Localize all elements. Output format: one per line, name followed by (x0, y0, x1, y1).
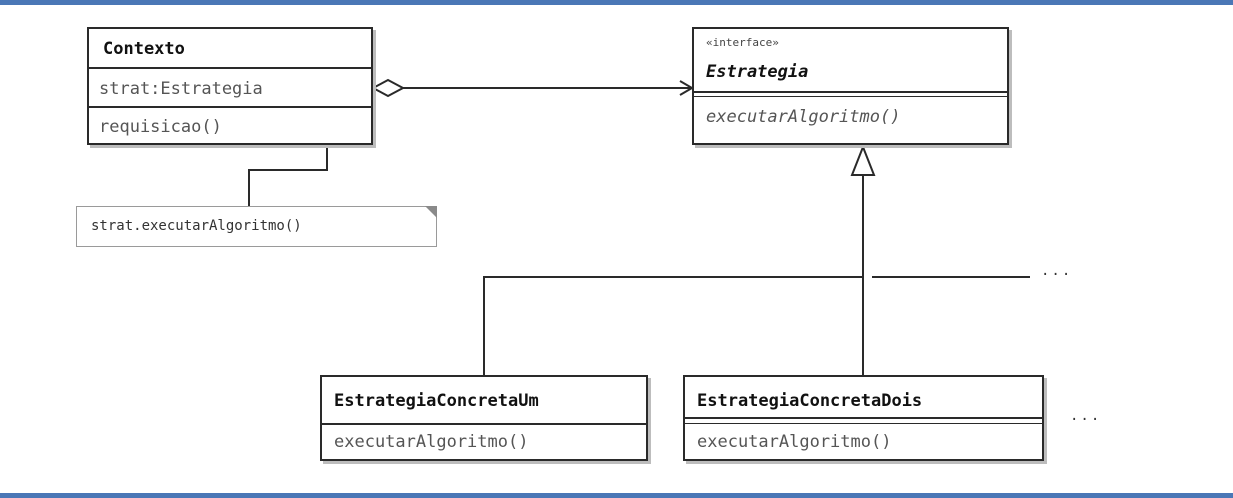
contexto-method: requisicao() (99, 117, 222, 137)
note-text: strat.executarAlgoritmo() (91, 218, 302, 234)
estrategia-concreta-um-class[interactable]: EstrategiaConcretaUm executarAlgoritmo() (320, 375, 648, 461)
contexto-attribute: strat:Estrategia (99, 79, 263, 99)
note-fold-corner (425, 206, 437, 218)
estrategia-concreta-dois-method: executarAlgoritmo() (697, 432, 892, 452)
bottom-border-bar (0, 493, 1233, 498)
ellipsis-more-implementations: ... (1041, 263, 1073, 279)
top-border-bar (0, 0, 1233, 5)
divider (694, 96, 1007, 97)
estrategia-concreta-dois-name: EstrategiaConcretaDois (697, 391, 923, 411)
divider (694, 91, 1007, 93)
divider (89, 106, 371, 108)
aggregation-edge (370, 78, 694, 98)
divider (322, 423, 646, 425)
estrategia-interface-name: Estrategia (706, 62, 809, 82)
estrategia-concreta-dois-class[interactable]: EstrategiaConcretaDois executarAlgoritmo… (683, 375, 1044, 461)
note-box: strat.executarAlgoritmo() (76, 206, 437, 247)
estrategia-method: executarAlgoritmo() (706, 107, 901, 127)
estrategia-concreta-um-method: executarAlgoritmo() (334, 432, 529, 452)
contexto-class[interactable]: Contexto strat:Estrategia requisicao() (87, 27, 373, 145)
divider (685, 417, 1042, 419)
generalization-edge (483, 144, 1030, 375)
stereotype-label: «interface» (706, 36, 779, 49)
divider (685, 423, 1042, 424)
ellipsis-more-classes: ... (1070, 408, 1102, 424)
estrategia-concreta-um-name: EstrategiaConcretaUm (334, 391, 539, 411)
divider (89, 67, 371, 69)
estrategia-interface[interactable]: «interface» Estrategia executarAlgoritmo… (692, 27, 1009, 145)
contexto-class-name: Contexto (103, 39, 185, 59)
